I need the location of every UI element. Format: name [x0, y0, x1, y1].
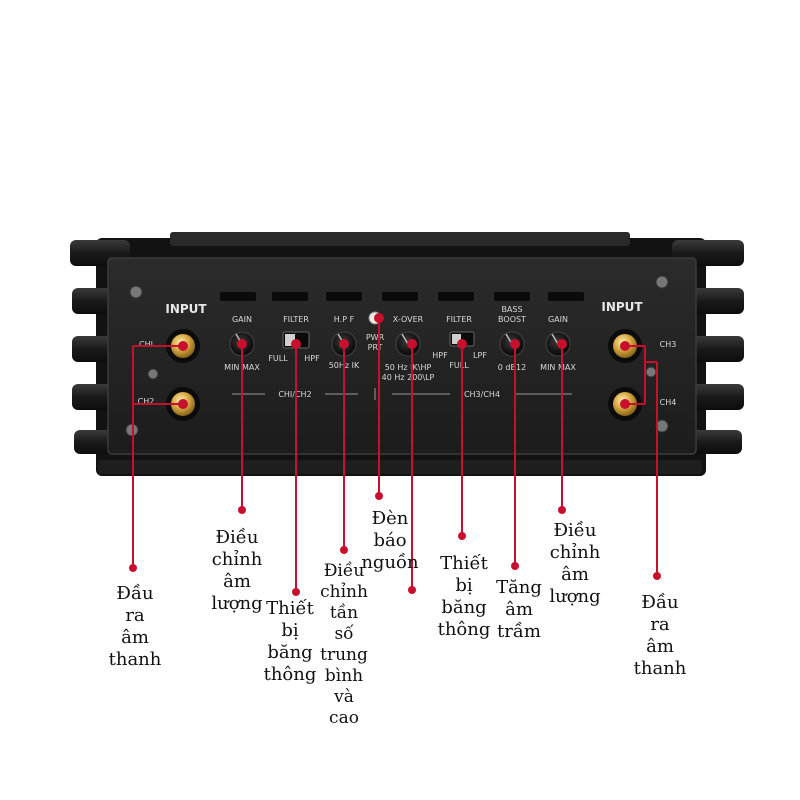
annotation-leaders: [129, 313, 661, 596]
ch1-label: CHI: [139, 340, 153, 349]
ch4-label: CH4: [660, 398, 677, 407]
annotation-volume-right: Điều chỉnh âm lượng: [549, 520, 601, 607]
annotation-freq-adjust: Điều chỉnh tần số trung bình và cao: [320, 561, 368, 728]
filter-right-hpf: HPF: [432, 351, 448, 360]
filter-right-lpf: LPF: [473, 351, 487, 360]
annotation-bandwidth-left: Thiết bị băng thông: [263, 598, 317, 685]
annotation-volume-left: Điều chỉnh âm lượng: [211, 527, 263, 614]
boost-label: BOOST: [498, 315, 526, 324]
filter-right-full: FULL: [449, 361, 469, 370]
filter-right-label: FILTER: [446, 315, 472, 324]
xover-range-lp: 40 Hz 200\LP: [382, 373, 435, 382]
ch3-label: CH3: [660, 340, 677, 349]
ch2-label: CH2: [138, 397, 155, 406]
input-right-label: INPUT: [601, 300, 643, 314]
pwr-label: PWR: [366, 333, 385, 342]
filter-left-hpf: HPF: [304, 354, 320, 363]
bass-range: 0 dB12: [498, 363, 526, 372]
annotation-output-left: Đầu ra âm thanh: [108, 583, 162, 670]
annotation-power-led: Đèn báo nguồn: [361, 508, 419, 573]
filter-left-full: FULL: [268, 354, 288, 363]
vent-slots: [220, 292, 584, 301]
xover-range-hp: 50 Hz IK\HP: [385, 363, 432, 372]
annotation-bass-boost: Tăng âm trầm: [496, 577, 542, 642]
xover-label: X-OVER: [393, 315, 424, 324]
input-left-label: INPUT: [165, 302, 207, 316]
filter-left-label: FILTER: [283, 315, 309, 324]
gain-right-range: MIN MAX: [540, 363, 576, 372]
hpf-label: H.P F: [334, 315, 355, 324]
section-right-label: CH3/CH4: [464, 390, 500, 399]
annotation-bandwidth-right: Thiết bị băng thông: [437, 553, 491, 640]
annotation-output-right: Đầu ra âm thanh: [633, 592, 687, 679]
gain-left-label: GAIN: [232, 315, 252, 324]
bass-label: BASS: [501, 305, 522, 314]
prt-label: PRT: [368, 343, 383, 352]
front-panel: [107, 257, 697, 455]
gain-right-label: GAIN: [548, 315, 568, 324]
